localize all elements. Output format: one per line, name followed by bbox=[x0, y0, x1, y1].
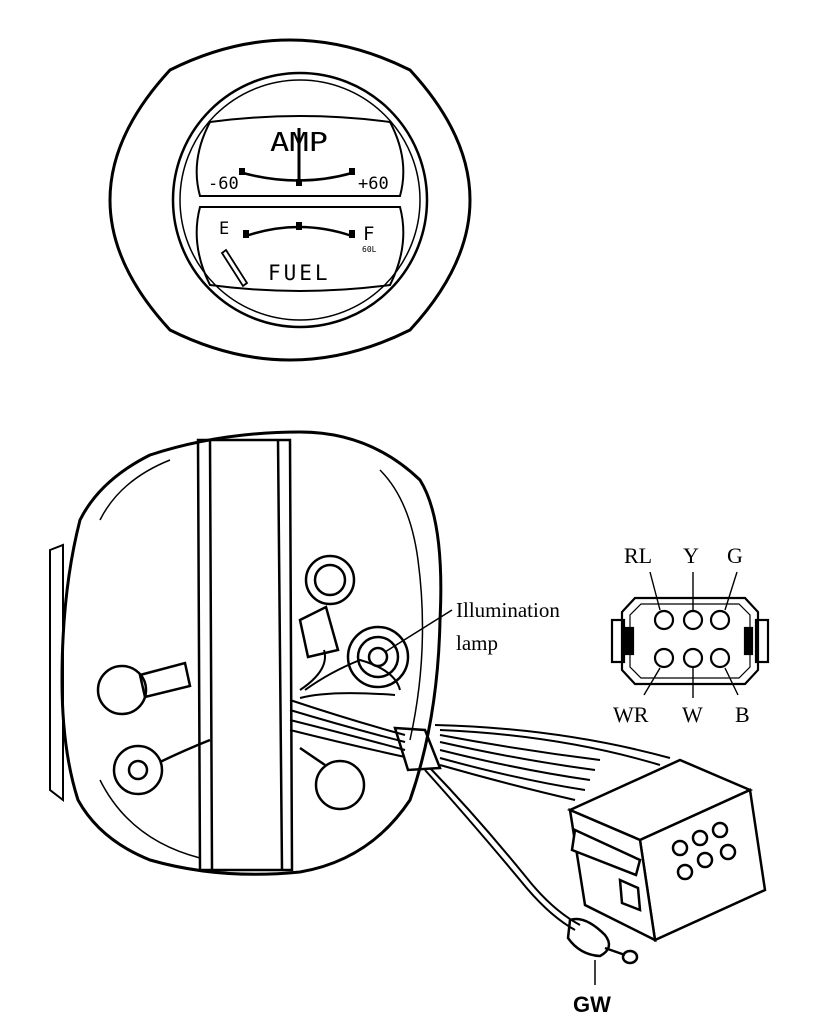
ground-wire-2 bbox=[429, 767, 581, 926]
harness-wire-5 bbox=[439, 734, 601, 761]
harness-wire-1 bbox=[289, 699, 406, 736]
plug-latch-tab bbox=[618, 877, 642, 912]
pin-label-rl: RL bbox=[624, 543, 652, 568]
fuel-tick-mid bbox=[296, 222, 302, 230]
pin-w bbox=[682, 647, 704, 669]
wire-harness bbox=[289, 699, 671, 931]
amp-min-label: -60 bbox=[208, 174, 239, 194]
pin-label-g: G bbox=[727, 543, 743, 568]
pinout-tab-left bbox=[610, 618, 626, 664]
amp-label: AMP bbox=[270, 128, 328, 158]
ground-terminal-tip bbox=[621, 949, 639, 965]
ground-wire bbox=[424, 769, 576, 931]
harness-wire-3 bbox=[289, 719, 406, 751]
terminal-right-lug bbox=[299, 746, 326, 767]
amp-window bbox=[195, 115, 405, 197]
pin-g-leader bbox=[724, 571, 738, 611]
ground-terminal bbox=[566, 917, 639, 985]
illumination-label-line1: Illumination bbox=[456, 598, 560, 622]
rear-housing-side bbox=[49, 543, 64, 803]
pin-g bbox=[709, 609, 731, 631]
fuel-full-label: F bbox=[363, 223, 374, 245]
terminal-nut-ring bbox=[112, 744, 164, 796]
terminal-top bbox=[304, 554, 356, 606]
terminal-nut-wire bbox=[159, 738, 211, 764]
pinout-tab-right bbox=[754, 618, 770, 664]
harness-wire-7 bbox=[439, 749, 591, 781]
pin-rl-leader bbox=[649, 571, 661, 611]
harness-sleeve bbox=[393, 726, 442, 772]
pin-label-w: W bbox=[682, 702, 703, 727]
fuel-empty-label: E bbox=[219, 219, 229, 239]
fuel-capacity-label: 60L bbox=[362, 245, 377, 254]
lamp-socket-mid bbox=[356, 635, 400, 679]
amp-tick-right bbox=[349, 168, 355, 175]
gauge-bezel bbox=[108, 38, 472, 362]
plug-pin-4 bbox=[696, 851, 714, 869]
plug-pin-1 bbox=[691, 829, 709, 847]
lamp-socket-outer bbox=[346, 625, 410, 689]
harness-wire-10 bbox=[439, 729, 661, 766]
terminal-left-lug bbox=[138, 661, 192, 699]
pin-wr bbox=[653, 647, 675, 669]
gauge-inner-ring bbox=[179, 79, 421, 321]
fuel-needle bbox=[220, 248, 249, 288]
harness-wire-9 bbox=[439, 764, 576, 801]
pin-label-b: B bbox=[735, 702, 750, 727]
plug-pin-2 bbox=[711, 821, 729, 839]
illumination-leader bbox=[384, 609, 453, 653]
wire-lamp-loop-2 bbox=[299, 692, 396, 699]
pinout-connector bbox=[610, 571, 770, 698]
plug-latch bbox=[570, 828, 642, 877]
ground-terminal-sleeve bbox=[566, 917, 611, 958]
fuel-tick-right bbox=[349, 230, 355, 238]
fuel-window bbox=[195, 206, 405, 292]
rear-housing bbox=[60, 430, 443, 876]
pinout-tab-right-inner bbox=[743, 626, 754, 656]
harness-plug bbox=[566, 758, 767, 943]
harness-wire-2 bbox=[289, 709, 406, 743]
harness-wire-4 bbox=[289, 729, 406, 758]
pin-b bbox=[709, 647, 731, 669]
plug-pin-3 bbox=[671, 839, 689, 857]
terminal-right bbox=[314, 759, 366, 811]
rear-inner-contour bbox=[99, 459, 424, 859]
terminal-top-hole bbox=[313, 563, 347, 597]
gauge-outer-ring bbox=[171, 71, 429, 329]
pinout-housing bbox=[620, 596, 760, 686]
pin-rl bbox=[653, 609, 675, 631]
ground-terminal-pin bbox=[604, 946, 626, 957]
pin-label-y: Y bbox=[683, 543, 699, 568]
terminal-nut bbox=[127, 759, 149, 781]
harness-wire-8 bbox=[439, 757, 586, 791]
pin-wr-leader bbox=[643, 667, 661, 696]
ground-wire-label: GW bbox=[573, 992, 611, 1017]
harness-wire-11 bbox=[434, 724, 671, 759]
fuel-tick-left bbox=[243, 230, 249, 238]
wire-top-terminal bbox=[299, 649, 326, 691]
gauge-rear bbox=[49, 430, 443, 876]
terminal-left bbox=[96, 664, 148, 716]
mounting-bracket bbox=[196, 438, 294, 872]
plug-pin-5 bbox=[676, 863, 694, 881]
pin-y bbox=[682, 609, 704, 631]
illumination-label-line2: lamp bbox=[456, 631, 498, 655]
pin-label-wr: WR bbox=[613, 702, 649, 727]
gauge-front bbox=[108, 38, 472, 362]
fuel-label: FUEL bbox=[268, 261, 331, 285]
pinout-tab-left-inner bbox=[624, 626, 635, 656]
pin-b-leader bbox=[724, 667, 739, 696]
terminal-top-lug bbox=[298, 605, 340, 659]
wire-lamp-loop bbox=[304, 658, 401, 691]
harness-wire-6 bbox=[439, 741, 596, 771]
plug-pin-6 bbox=[719, 843, 737, 861]
amp-max-label: +60 bbox=[358, 174, 389, 194]
amp-tick-left bbox=[239, 168, 245, 175]
